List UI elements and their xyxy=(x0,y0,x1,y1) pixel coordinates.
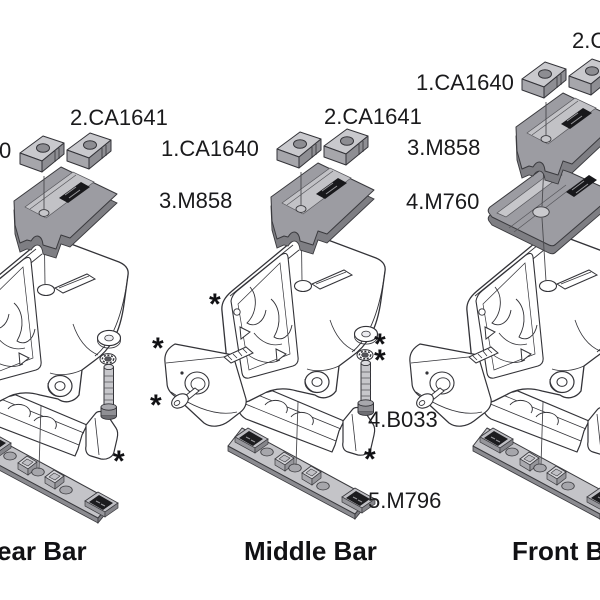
part-label-middle-ca1641: 2.CA1641 xyxy=(324,104,422,129)
part-label-front-ca1641-clipped: 2.C xyxy=(572,28,600,53)
tower-foot-drawing xyxy=(466,234,600,403)
nut-block-ca1640-drawing xyxy=(276,131,322,169)
asterisk-marker-rear-clamp: * xyxy=(113,445,125,478)
asterisk-marker-middle-lockwasher: * xyxy=(374,344,386,377)
part-label-front-m760: 4.M760 xyxy=(406,189,480,214)
asterisk-marker-middle-clamp: * xyxy=(364,443,376,476)
caption-middle-bar: Middle Bar xyxy=(244,536,377,566)
nut-block-ca1640-drawing xyxy=(521,61,567,99)
nut-block-ca1641-drawing xyxy=(323,128,369,166)
adapter-plate-m858-drawing xyxy=(515,92,600,185)
adapter-plate-m858-drawing xyxy=(13,166,118,259)
part-label-rear-ca1640-clipped: 0 xyxy=(0,138,12,163)
part-label-middle-ca1640: 1.CA1640 xyxy=(161,136,259,161)
part-label-front-m858: 3.M858 xyxy=(407,135,481,160)
part-label-middle-m796: 5.M796 xyxy=(368,488,442,513)
asterisk-marker-middle-lock-1: * xyxy=(152,332,164,365)
nut-block-ca1640-drawing xyxy=(19,135,65,173)
caption-front-bar: Front B xyxy=(512,536,600,566)
nut-block-ca1641-drawing xyxy=(66,132,112,170)
adapter-plate-m760-drawing xyxy=(487,163,600,255)
caption-rear-bar: ear Bar xyxy=(0,536,87,566)
part-label-front-ca1640: 1.CA1640 xyxy=(416,70,514,95)
part-label-middle-m858: 3.M858 xyxy=(159,188,233,213)
part-label-middle-b033: 4.B033 xyxy=(368,407,438,432)
adapter-plate-m858-drawing xyxy=(270,162,375,255)
front-bar-assembly xyxy=(409,58,600,520)
washer-bolt-drawing xyxy=(96,329,122,421)
asterisk-marker-middle-tower: * xyxy=(209,288,221,321)
asterisk-marker-middle-washer: * xyxy=(374,328,386,361)
rear-bar-assembly xyxy=(0,132,129,524)
part-label-rear-ca1641: 2.CA1641 xyxy=(70,105,168,130)
nut-block-ca1641-drawing xyxy=(568,58,600,96)
leader-line xyxy=(541,217,547,282)
asterisk-marker-middle-lock-2: * xyxy=(150,389,162,422)
